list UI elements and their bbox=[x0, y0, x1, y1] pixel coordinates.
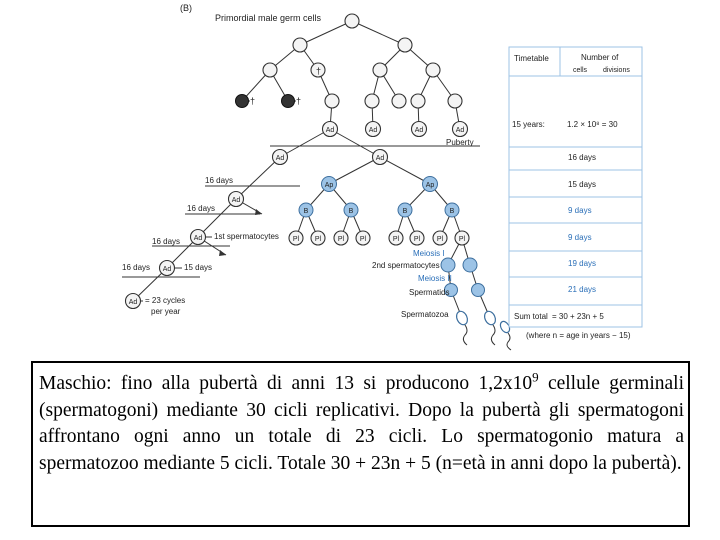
cell-label-ad: Ad bbox=[194, 235, 203, 242]
sum-total-value: = 30 + 23n + 5 bbox=[552, 312, 604, 321]
duration-row: 19 days bbox=[568, 259, 596, 268]
cell-label-b: B bbox=[403, 208, 408, 215]
sum-total-label: Sum total bbox=[514, 312, 548, 321]
cell-label-pl: Pl bbox=[437, 236, 444, 243]
timetable: Timetable Number of cells divisions 15 y… bbox=[509, 47, 642, 340]
panel-label: (B) bbox=[180, 3, 192, 13]
dead-cell bbox=[236, 95, 249, 108]
label-16-days: 16 days bbox=[187, 204, 215, 213]
primordial-germ-cells-label: Primordial male germ cells bbox=[215, 13, 322, 23]
cells-header: cells bbox=[573, 67, 588, 74]
second-spermatocytes-label: 2nd spermatocytes bbox=[372, 261, 440, 270]
cell-label-pl: Pl bbox=[338, 236, 345, 243]
cell-label-pl: Pl bbox=[414, 236, 421, 243]
duration-row: 15 days bbox=[568, 180, 596, 189]
cell-label-pl: Pl bbox=[360, 236, 367, 243]
label-16-days: 16 days bbox=[205, 176, 233, 185]
cell-label-b: B bbox=[349, 208, 354, 215]
cell-label-ad: Ad bbox=[376, 155, 385, 162]
puberty-label: Puberty bbox=[446, 138, 474, 147]
primordial-cell bbox=[345, 14, 359, 28]
cell-label-ad: Ad bbox=[276, 155, 285, 162]
sum-note: (where n = age in years − 15) bbox=[526, 331, 631, 340]
meiosis-1-label: Meiosis I bbox=[413, 249, 445, 258]
cell-labels: Ad Ad Ad Ad Ad Ad Ad Ad Ad Ad Ap Ap B B … bbox=[129, 127, 466, 306]
label-15-days: 15 days bbox=[184, 263, 212, 272]
cell-label-pl: Pl bbox=[293, 236, 300, 243]
cell-label-ap: Ap bbox=[426, 182, 435, 189]
cell-label-pl: Pl bbox=[393, 236, 400, 243]
timetable-header: Timetable bbox=[514, 54, 549, 63]
cell-label-b: B bbox=[304, 208, 309, 215]
cell-label-ap: Ap bbox=[325, 182, 334, 189]
duration-row: 21 days bbox=[568, 285, 596, 294]
cell-label-ad: Ad bbox=[369, 127, 378, 134]
cell-label-ad: Ad bbox=[232, 197, 241, 204]
label-16-days: 16 days bbox=[152, 237, 180, 246]
death-marker: † bbox=[296, 96, 301, 106]
fifteen-years-label: 15 years: bbox=[512, 120, 545, 129]
caption-box: Maschio: fino alla pubertà di anni 13 si… bbox=[31, 361, 690, 527]
caption-text: Maschio: fino alla pubertà di anni 13 si… bbox=[39, 373, 532, 394]
cell-label-pl: Pl bbox=[315, 236, 322, 243]
cell-label-ad: Ad bbox=[326, 127, 335, 134]
duration-row: 9 days bbox=[568, 233, 592, 242]
meiosis-2-label: Meiosis II bbox=[418, 274, 452, 283]
cell-label-ad: Ad bbox=[456, 127, 465, 134]
cell-label-b: B bbox=[450, 208, 455, 215]
divisions-header: divisions bbox=[603, 67, 630, 74]
fifteen-years-value: 1.2 × 10⁸ = 30 bbox=[567, 120, 618, 129]
cycles-per-year-label: = 23 cycles bbox=[145, 296, 185, 305]
germ-cell-lineage-diagram: (B) Primordial male germ cells bbox=[0, 0, 720, 360]
cell-label-ad: Ad bbox=[129, 299, 138, 306]
cell-label-pl: Pl bbox=[459, 236, 466, 243]
cell-label-ad: Ad bbox=[163, 266, 172, 273]
spermatozoa-drawing bbox=[455, 310, 512, 350]
spermatozoa-label: Spermatozoa bbox=[401, 310, 449, 319]
cell-label-ad: Ad bbox=[415, 127, 424, 134]
duration-row: 9 days bbox=[568, 206, 592, 215]
death-marker: † bbox=[316, 66, 321, 76]
first-spermatocytes-label: 1st spermatocytes bbox=[214, 232, 279, 241]
death-marker: † bbox=[250, 96, 255, 106]
spermatids-label: Spermatids bbox=[409, 288, 449, 297]
label-16-days: 16 days bbox=[122, 263, 150, 272]
number-of-header: Number of bbox=[581, 53, 619, 62]
dead-cell bbox=[282, 95, 295, 108]
duration-row: 16 days bbox=[568, 153, 596, 162]
cycles-per-year-label: per year bbox=[151, 307, 181, 316]
